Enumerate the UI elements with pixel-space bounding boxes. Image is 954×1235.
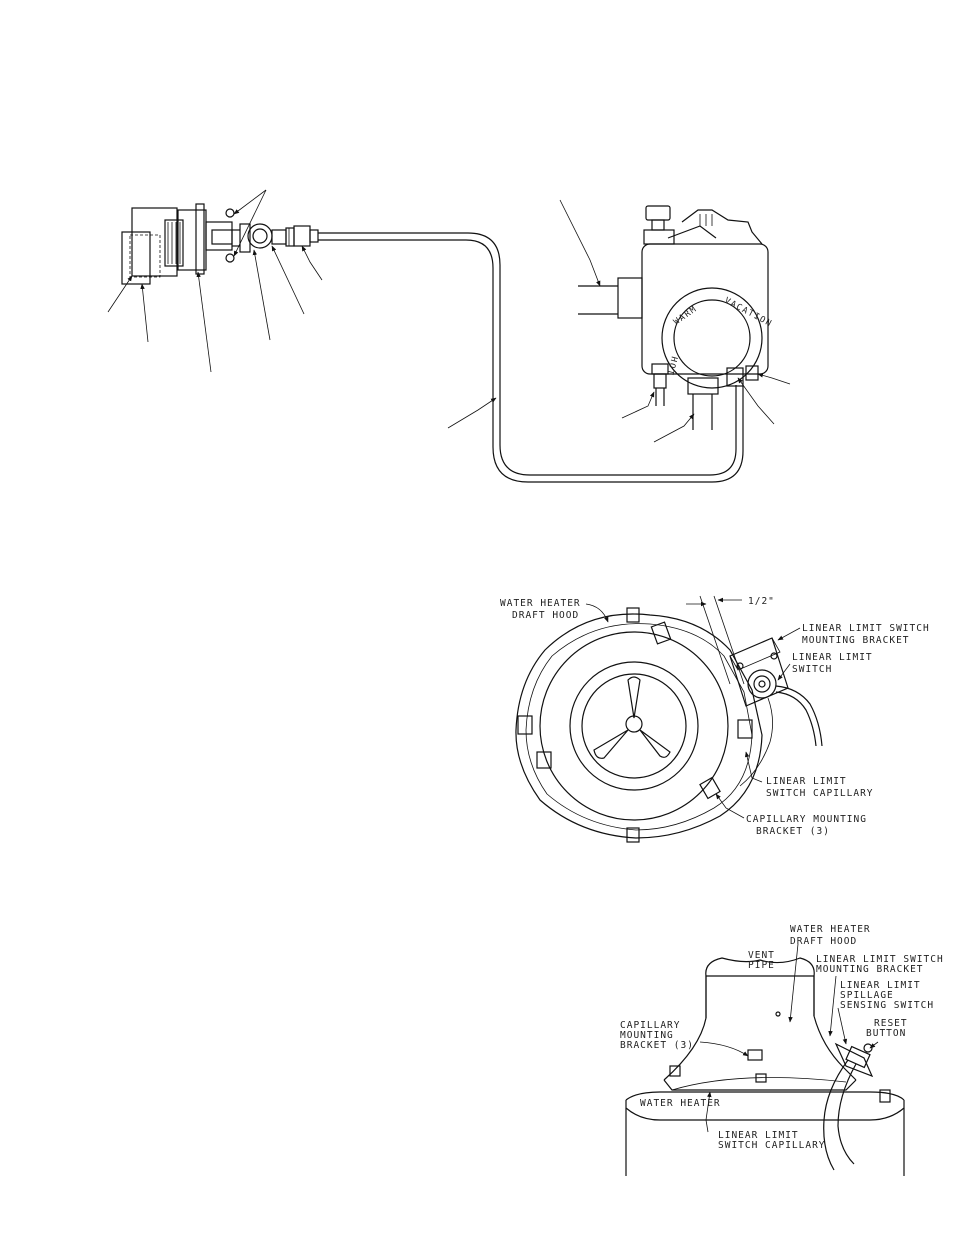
label-switch-line2: SWITCH xyxy=(792,664,832,675)
label-reset-line1: RESET xyxy=(874,1018,908,1029)
label-capillary-line2: SWITCH CAPILLARY xyxy=(718,1140,826,1151)
figure-3-leader-lines xyxy=(699,943,879,1133)
label-mount-line1: LINEAR LIMIT SWITCH xyxy=(816,954,944,965)
vent-pipe xyxy=(705,957,815,1018)
label-water-heater-draft-hood-line1: WATER HEATER xyxy=(500,598,581,609)
figure-2-leader-lines xyxy=(585,603,801,819)
gas-control-valve: WARM VACATION HOT xyxy=(578,205,774,430)
spillage-sensing-switch-side xyxy=(823,1042,891,1171)
label-cap-bracket-line2: MOUNTING xyxy=(620,1030,674,1041)
dimension-half-inch xyxy=(686,595,745,685)
label-capillary-line1: LINEAR LIMIT xyxy=(766,776,847,787)
figure-1-leader-lines xyxy=(107,189,791,443)
figure-1-thermocouple-assembly: WARM VACATION HOT xyxy=(107,189,791,483)
label-switch-line1: LINEAR LIMIT xyxy=(792,652,873,663)
label-capillary-line2: SWITCH CAPILLARY xyxy=(766,788,874,799)
label-capillary-line1: LINEAR LIMIT xyxy=(718,1130,799,1141)
figure-3-side-view: WATER HEATER DRAFT HOOD VENT PIPE LINEAR… xyxy=(620,924,944,1176)
label-capillary-bracket-line2: BRACKET (3) xyxy=(756,826,830,837)
label-cap-bracket-line1: CAPILLARY xyxy=(620,1020,680,1031)
dial-warm-label: WARM xyxy=(672,304,699,327)
label-mounting-bracket-line2: MOUNTING BRACKET xyxy=(802,635,910,646)
capillary-brackets-side xyxy=(669,1049,767,1083)
capillary-mounting-brackets xyxy=(517,607,753,843)
draft-hood-outline xyxy=(515,613,763,839)
label-spillage-line2: SPILLAGE xyxy=(840,990,894,1001)
thermocouple-tube xyxy=(318,232,744,483)
label-vent-line1: VENT xyxy=(748,950,775,961)
linear-limit-switch-mounting-bracket xyxy=(729,637,789,707)
switch-body xyxy=(121,203,251,285)
linear-limit-switch xyxy=(739,669,823,787)
label-mounting-bracket-line1: LINEAR LIMIT SWITCH xyxy=(802,623,930,634)
label-spillage-line1: LINEAR LIMIT xyxy=(840,980,921,991)
label-water-heater-draft-hood-line2: DRAFT HOOD xyxy=(512,610,579,621)
compression-fitting xyxy=(247,223,319,249)
figure-2-draft-hood-top-view: WATER HEATER DRAFT HOOD 1/2" LINEAR LIMI… xyxy=(500,595,930,843)
label-draft-hood-line2: DRAFT HOOD xyxy=(790,936,857,947)
draft-hood-side xyxy=(663,975,857,1091)
label-mount-line2: MOUNTING BRACKET xyxy=(816,964,924,975)
label-draft-hood-line1: WATER HEATER xyxy=(790,924,871,935)
label-spillage-line3: SENSING SWITCH xyxy=(840,1000,934,1011)
label-water-heater: WATER HEATER xyxy=(640,1098,721,1109)
dial-vacation-label: VACATION xyxy=(723,296,774,330)
water-heater-body xyxy=(625,1091,905,1176)
label-dimension: 1/2" xyxy=(748,596,775,607)
label-cap-bracket-line3: BRACKET (3) xyxy=(620,1040,694,1051)
label-reset-line2: BUTTON xyxy=(866,1028,906,1039)
label-capillary-bracket-line1: CAPILLARY MOUNTING xyxy=(746,814,867,825)
label-vent-line2: PIPE xyxy=(748,960,775,971)
